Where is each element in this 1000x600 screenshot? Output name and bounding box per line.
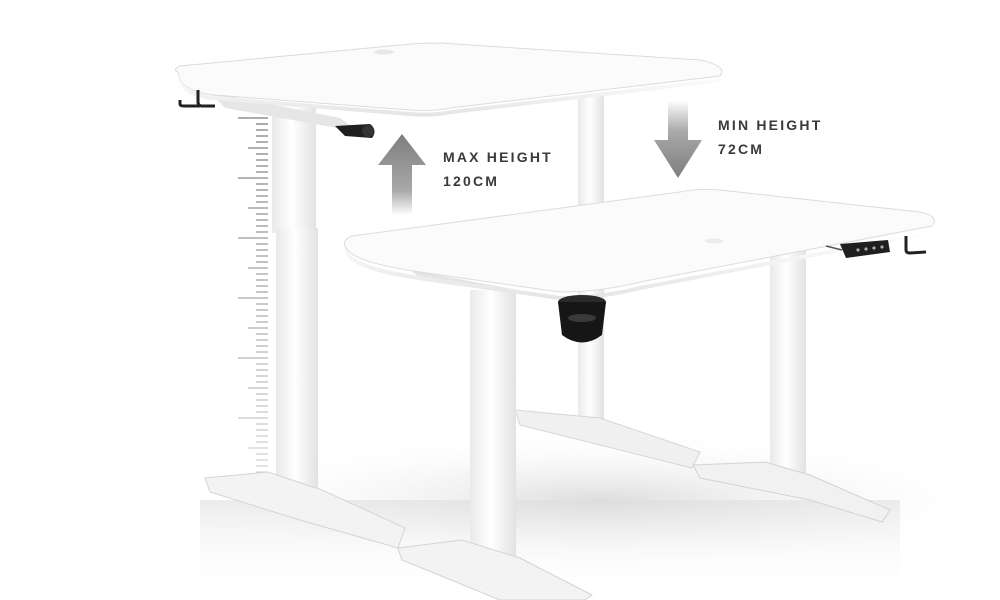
short-desk-top	[343, 188, 935, 293]
max-height-title: MAX HEIGHT	[443, 149, 553, 165]
tall-desk-left-leg-lower	[276, 228, 318, 498]
tall-desk-left-foot	[204, 471, 406, 549]
arrow-up-icon	[378, 134, 426, 215]
min-height-label: MIN HEIGHT 72CM	[718, 113, 822, 161]
min-height-value: 72CM	[718, 141, 765, 157]
short-desk-hook	[904, 236, 927, 255]
short-desk	[343, 188, 935, 600]
cup-holder	[558, 295, 606, 343]
arrow-down-icon	[654, 100, 702, 178]
short-desk-right-leg	[770, 250, 806, 480]
short-desk-left-foot	[397, 539, 593, 600]
tall-desk-top	[174, 42, 723, 112]
short-desk-controller	[825, 240, 890, 258]
tall-desk-right-foot	[514, 409, 701, 469]
short-desk-left-leg	[470, 290, 516, 565]
short-desk-right-foot	[692, 461, 891, 523]
min-height-title: MIN HEIGHT	[718, 117, 823, 133]
tall-desk-controller	[335, 124, 375, 138]
height-ruler	[234, 110, 274, 495]
max-height-label: MAX HEIGHT 120CM	[443, 145, 553, 193]
tall-desk-left-leg-upper	[272, 108, 316, 233]
max-height-value: 120CM	[443, 173, 500, 189]
tall-desk-hook	[178, 90, 215, 108]
